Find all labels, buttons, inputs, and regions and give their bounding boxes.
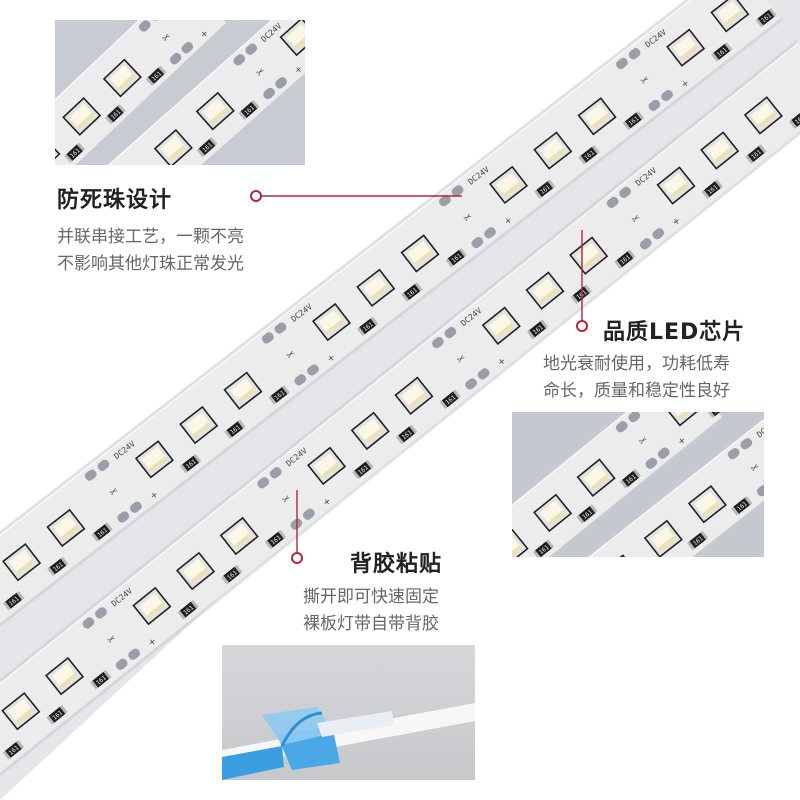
led-chip (394, 376, 434, 416)
feature-title: 背胶粘贴 (350, 552, 443, 577)
feature-title: 品质LED芯片 (603, 320, 746, 345)
resistor: 161 (526, 319, 549, 340)
led-chip (2, 543, 42, 582)
feature-desc-line: 撕开即可快速固定 (303, 587, 439, 607)
feature-desc-line: 裸板灯带自带背胶 (303, 614, 439, 634)
led-chip (525, 271, 565, 310)
led-chip (569, 236, 609, 275)
led-chip (576, 458, 616, 497)
svg-text:161: 161 (794, 113, 800, 125)
led-chip (481, 306, 521, 345)
led-chip (307, 446, 347, 486)
led-chip (533, 131, 573, 170)
led-chip (1, 691, 41, 731)
feature-desc-line: 并联串接工艺，一颗不亮 (57, 227, 244, 247)
led-chip (666, 28, 706, 67)
led-chip (350, 411, 390, 451)
led-chip (643, 519, 683, 557)
led-chip (179, 405, 219, 445)
led-chip (153, 128, 193, 165)
resistor: 161 (711, 42, 733, 62)
led-chip (577, 97, 617, 136)
led-chip (700, 131, 740, 170)
resistor: 161 (614, 249, 636, 269)
led-chip (687, 485, 727, 524)
led-chip (489, 165, 529, 205)
led-chip (279, 20, 305, 57)
resistor: 161 (2, 740, 25, 760)
led-chip (62, 96, 102, 136)
led-chip (512, 528, 529, 557)
feature-desc-line: 不影响其他灯珠正常发光 (57, 254, 244, 274)
led-chip (176, 551, 216, 591)
led-chip (710, 0, 750, 33)
resistor: 161 (196, 137, 218, 158)
resistor: 161 (46, 705, 68, 725)
led-chip (656, 166, 696, 205)
led-chip (134, 440, 174, 479)
led-chip (102, 58, 142, 98)
led-chip (223, 371, 263, 410)
led-chip (356, 268, 396, 307)
led-chip (311, 302, 352, 342)
led-chip (533, 493, 573, 533)
led-chip (743, 96, 783, 135)
feature-desc-line: 地光衰耐使用，功耗低寿 (543, 354, 730, 374)
feature-title: 防死珠设计 (57, 188, 173, 213)
voltage-print: DC24V (755, 417, 764, 439)
led-chip (195, 91, 235, 131)
led-chip (44, 656, 85, 696)
resistor: 161 (90, 669, 112, 690)
resistor: 161 (221, 564, 243, 585)
led-chip (663, 412, 703, 427)
inset-adhesive-tape (222, 645, 475, 780)
resistor: 161 (622, 110, 644, 131)
led-chip (219, 516, 259, 556)
led-chip (132, 586, 172, 626)
resistor: 161 (619, 469, 642, 489)
resistor: 161 (439, 389, 461, 410)
led-chip (400, 234, 440, 273)
led-chip (46, 508, 86, 548)
feature-desc-line: 命长，质量和稳定性良好 (543, 381, 730, 401)
led-strip-upper: 161161161✂DC24V+161161161✂DC24V+16116116… (0, 0, 784, 641)
led-strip-lower: 161161161✂DC24V+161161161✂DC24V+16116116… (0, 40, 800, 790)
resistor: 161 (179, 453, 202, 474)
